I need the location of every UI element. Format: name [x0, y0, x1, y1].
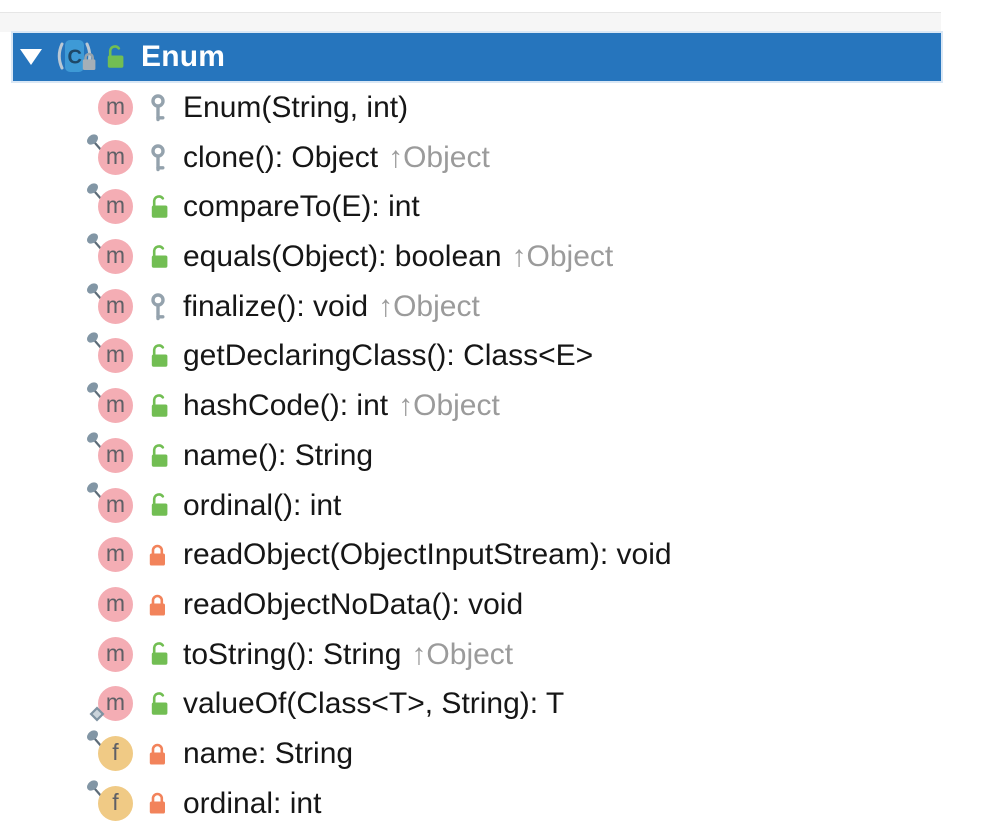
tree-node-member[interactable]: m compareTo(E): int: [0, 182, 1000, 232]
public-lock-icon: [151, 394, 168, 417]
method-icon: m: [98, 487, 133, 523]
public-lock-icon: [151, 245, 168, 268]
tree-node-member[interactable]: m readObjectNoData(): void: [0, 580, 1000, 630]
tree-node-member[interactable]: m Enum(String, int): [0, 83, 1000, 133]
tree-node-member[interactable]: f ordinal: int: [0, 779, 1000, 829]
tree-node-member[interactable]: m valueOf(Class<T>, String): T: [0, 679, 1000, 729]
class-node-row[interactable]: C Enum: [13, 33, 941, 81]
method-icon: m: [98, 437, 133, 473]
member-signature: readObjectNoData(): void: [183, 587, 524, 621]
method-icon: m: [98, 139, 133, 175]
public-lock-icon: [151, 692, 168, 715]
public-lock-icon: [151, 493, 168, 517]
method-icon: m: [98, 636, 133, 672]
private-lock-icon: [149, 743, 165, 765]
inherited-from: ↑Object: [411, 637, 514, 671]
field-icon: f: [98, 785, 133, 821]
final-lock-overlay-icon: [82, 52, 96, 70]
tree-node-member[interactable]: m finalize(): void ↑Object: [0, 282, 1000, 332]
collapse-arrow-icon[interactable]: [19, 48, 43, 66]
tree-node-member[interactable]: m readObject(ObjectInputStream): void: [0, 530, 1000, 580]
method-icon: m: [98, 239, 133, 275]
member-signature: clone(): Object: [183, 140, 379, 174]
tree-node-member[interactable]: m getDeclaringClass(): Class<E>: [0, 331, 1000, 381]
private-lock-icon: [149, 793, 165, 814]
inherited-from: ↑Object: [398, 389, 500, 423]
member-signature: name: String: [183, 736, 354, 770]
method-icon: m: [98, 338, 133, 374]
public-lock-icon: [151, 642, 168, 666]
tree-node-member[interactable]: m equals(Object): boolean ↑Object: [0, 232, 1000, 282]
member-signature: valueOf(Class<T>, String): T: [183, 687, 565, 721]
public-lock-icon: [151, 443, 168, 467]
public-lock-icon: [151, 195, 168, 218]
member-signature: readObject(ObjectInputStream): void: [183, 538, 672, 572]
protected-key-icon: [151, 94, 165, 122]
tree-node-member[interactable]: m name(): String: [0, 431, 1000, 481]
method-icon: m: [98, 537, 133, 573]
field-icon: f: [98, 735, 133, 771]
member-signature: finalize(): void: [183, 289, 369, 323]
method-icon: m: [98, 686, 133, 722]
member-signature: getDeclaringClass(): Class<E>: [183, 339, 594, 373]
tree-node-member[interactable]: m toString(): String ↑Object: [0, 630, 1000, 680]
tree-node-member[interactable]: m ordinal(): int: [0, 481, 1000, 531]
top-divider: [0, 12, 941, 32]
member-signature: Enum(String, int): [183, 91, 409, 124]
class-name: Enum: [141, 40, 226, 73]
public-lock-icon: [151, 344, 168, 367]
member-signature: equals(Object): boolean: [183, 240, 502, 274]
class-icon: C: [57, 40, 96, 72]
static-mark-icon: [89, 706, 105, 722]
member-signature: name(): String: [183, 438, 374, 472]
inherited-from: ↑Object: [378, 289, 480, 323]
member-list: m Enum(String, int) m clone(): Object ↑Ob…: [0, 83, 1000, 828]
member-signature: hashCode(): int: [183, 389, 389, 423]
method-icon: m: [98, 388, 133, 424]
protected-key-icon: [151, 292, 165, 320]
method-icon: m: [98, 90, 133, 125]
member-signature: toString(): String: [183, 637, 402, 671]
svg-text:C: C: [67, 47, 81, 69]
private-lock-icon: [149, 594, 165, 616]
method-icon: m: [98, 586, 133, 622]
method-icon: m: [98, 288, 133, 324]
tree-node-member[interactable]: m clone(): Object ↑Object: [0, 133, 1000, 183]
member-signature: compareTo(E): int: [183, 190, 420, 224]
member-signature: ordinal: int: [183, 786, 322, 820]
inherited-from: ↑Object: [511, 240, 614, 274]
public-lock-icon: [107, 45, 124, 68]
protected-key-icon: [151, 143, 165, 171]
tree-node-member[interactable]: f name: String: [0, 729, 1000, 779]
method-icon: m: [98, 189, 133, 225]
tree-node-member[interactable]: m hashCode(): int ↑Object: [0, 381, 1000, 431]
private-lock-icon: [149, 544, 165, 566]
member-signature: ordinal(): int: [183, 488, 342, 522]
inherited-from: ↑Object: [388, 140, 490, 174]
